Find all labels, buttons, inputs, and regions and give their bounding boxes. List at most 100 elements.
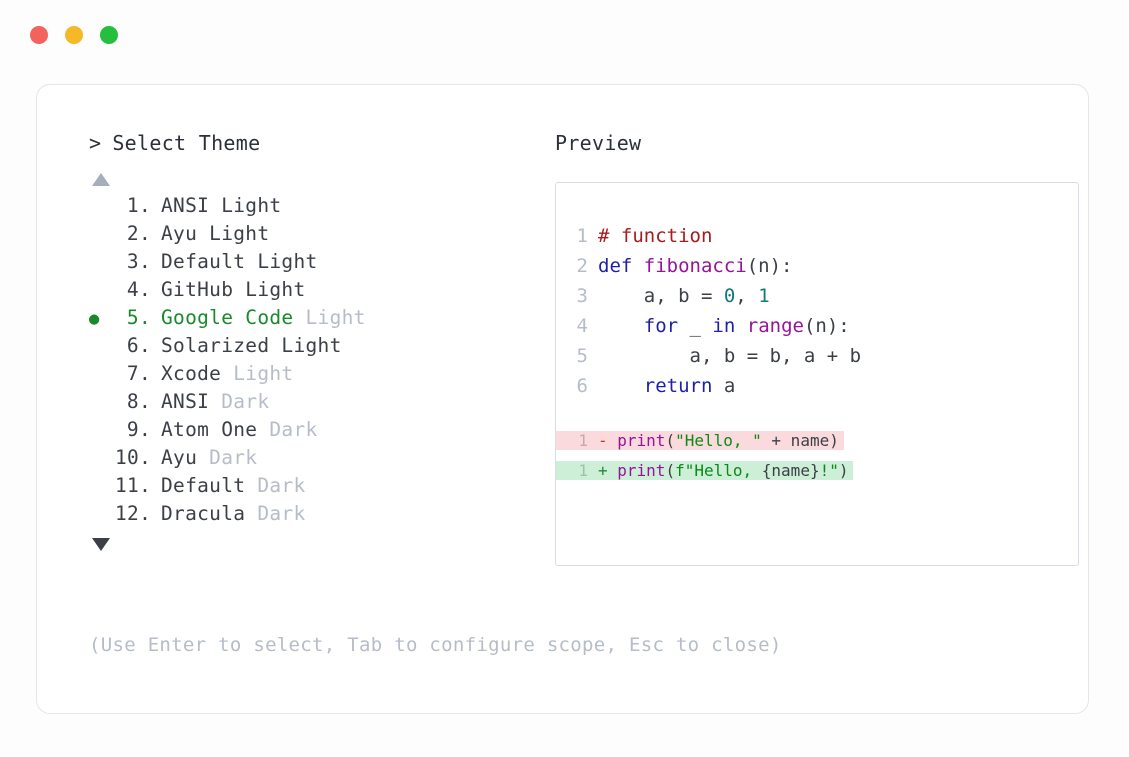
code-token: + name) xyxy=(761,431,839,450)
line-number: 5 xyxy=(576,345,588,367)
code-line-text: def fibonacci(n): xyxy=(598,251,792,281)
theme-item-index: 12. xyxy=(115,502,152,525)
minimize-window-icon[interactable] xyxy=(65,26,83,44)
line-number: 6 xyxy=(576,375,588,397)
code-block: 1 # function 2 def fibonacci(n): 3 a, b = 0,… xyxy=(556,221,1078,401)
scroll-up-arrow-icon[interactable] xyxy=(92,173,110,186)
theme-item-variant: Light xyxy=(221,194,282,217)
theme-item-index: 11. xyxy=(115,474,152,497)
theme-item-name: Ayu xyxy=(161,222,210,245)
code-token: # function xyxy=(598,225,713,247)
theme-list-item[interactable]: ●8.ANSI Dark xyxy=(89,388,533,416)
theme-item-name: Default xyxy=(161,250,258,273)
theme-item-variant: Dark xyxy=(209,446,258,469)
theme-item-name: Dracula xyxy=(161,502,258,525)
code-token: , xyxy=(735,285,759,307)
code-token: in xyxy=(712,315,736,337)
theme-list-item[interactable]: ● 3. Default Light xyxy=(89,248,533,276)
theme-list-item[interactable]: ●2.Ayu Light xyxy=(89,220,533,248)
code-token: (n): xyxy=(746,255,793,277)
theme-item-index: 7. xyxy=(126,362,151,385)
selected-bullet-icon: ● xyxy=(89,361,115,389)
theme-list-item[interactable]: ●6.Solarized Light xyxy=(89,332,533,360)
code-token: f"Hello, xyxy=(675,461,762,480)
theme-item-variant: Dark xyxy=(269,418,318,441)
code-token: print xyxy=(617,461,666,480)
code-spacer xyxy=(556,401,1078,431)
theme-list-item[interactable]: ●5.Google Code Light xyxy=(89,304,533,332)
theme-item-variant: Light xyxy=(305,306,366,329)
theme-item-name: Default xyxy=(161,474,258,497)
code-line: 6 return a xyxy=(556,371,1078,401)
prompt-caret-icon: > xyxy=(89,131,102,155)
theme-item-name: Xcode xyxy=(161,362,234,385)
line-number: 3 xyxy=(576,285,588,307)
selected-bullet-icon: ● xyxy=(89,473,115,501)
diff-block: 1- print("Hello, " + name)1+ print(f"Hel… xyxy=(556,431,1078,491)
theme-item-variant: Light xyxy=(257,250,318,273)
selected-bullet-icon: ● xyxy=(89,221,115,249)
theme-item-name: Ayu xyxy=(161,446,210,469)
keyboard-hint: (Use Enter to select, Tab to configure s… xyxy=(89,634,782,656)
code-line: 5 a, b = b, a + b xyxy=(556,341,1078,371)
theme-list-item[interactable]: ●9.Atom One Dark xyxy=(89,416,533,444)
code-token: for xyxy=(643,315,679,337)
theme-item-index: 4. xyxy=(126,278,151,301)
code-token: 0 xyxy=(723,285,736,307)
code-preview-panel: 1 # function 2 def fibonacci(n): 3 a, b = 0,… xyxy=(555,182,1079,566)
code-token: ( xyxy=(665,431,676,450)
code-token xyxy=(598,315,644,337)
theme-item-index: 10. xyxy=(115,446,152,469)
code-line-text: a, b = 0, 1 xyxy=(598,281,770,311)
theme-list-item[interactable]: ●12.Dracula Dark xyxy=(89,500,533,528)
theme-item-index: 3. xyxy=(126,250,151,273)
code-token: a, b = xyxy=(598,285,724,307)
selected-bullet-icon: ● xyxy=(89,193,115,221)
theme-item-index: 2. xyxy=(126,222,151,245)
selected-bullet-icon: ● xyxy=(89,249,115,277)
selected-bullet-icon: ● xyxy=(89,445,115,473)
diff-marker-icon: + xyxy=(598,461,618,480)
diff-marker-icon: - xyxy=(598,431,618,450)
theme-item-name: ANSI xyxy=(161,390,222,413)
theme-selector-card: > Select Theme ●1.ANSI Light●2.Ayu Light… xyxy=(36,84,1089,714)
diff-line-number: 1 xyxy=(556,431,598,450)
code-line: 2 def fibonacci(n): xyxy=(556,251,1078,281)
zoom-window-icon[interactable] xyxy=(100,26,118,44)
selected-bullet-icon: ● xyxy=(89,501,115,529)
theme-list-item[interactable]: ●10. Ayu Dark xyxy=(89,444,533,472)
close-window-icon[interactable] xyxy=(30,26,48,44)
code-line-text: a, b = b, a + b xyxy=(598,341,862,371)
line-number: 1 xyxy=(576,225,588,247)
diff-line-added: 1+ print(f"Hello, {name}!") xyxy=(556,461,1078,491)
code-line-text: for _ in range(n): xyxy=(598,311,850,341)
code-token: _ xyxy=(678,315,713,337)
code-line: 4 for _ in range(n): xyxy=(556,311,1078,341)
diff-line-body: - print("Hello, " + name) xyxy=(598,431,844,450)
theme-item-name: Solarized xyxy=(161,334,282,357)
theme-item-name: GitHub xyxy=(161,278,246,301)
theme-list-item[interactable]: ●11.Default Dark xyxy=(89,472,533,500)
theme-item-variant: Light xyxy=(233,362,294,385)
theme-item-variant: Dark xyxy=(221,390,270,413)
theme-item-variant: Light xyxy=(281,334,342,357)
code-token: !" xyxy=(819,461,839,480)
code-token: print xyxy=(617,431,666,450)
theme-item-index: 8. xyxy=(126,390,151,413)
scroll-down-arrow-icon[interactable] xyxy=(92,538,110,551)
theme-list[interactable]: ●1.ANSI Light●2.Ayu Light●3.Default Ligh… xyxy=(89,192,533,528)
code-token: ) xyxy=(838,461,849,480)
line-number: 2 xyxy=(576,255,588,277)
theme-list-item[interactable]: ●1.ANSI Light xyxy=(89,192,533,220)
theme-item-name: Atom One xyxy=(161,418,270,441)
code-token: 1 xyxy=(758,285,770,307)
diff-line-number: 1 xyxy=(556,461,598,480)
code-line: 1 # function xyxy=(556,221,1078,251)
theme-list-item[interactable]: ● 7. Xcode Light xyxy=(89,360,533,388)
code-token: a, b = b, a + b xyxy=(598,345,862,367)
theme-item-name: ANSI xyxy=(161,194,222,217)
theme-list-item[interactable]: ●4.GitHub Light xyxy=(89,276,533,304)
selected-bullet-icon: ● xyxy=(89,309,100,329)
code-line-text: # function xyxy=(598,221,712,251)
